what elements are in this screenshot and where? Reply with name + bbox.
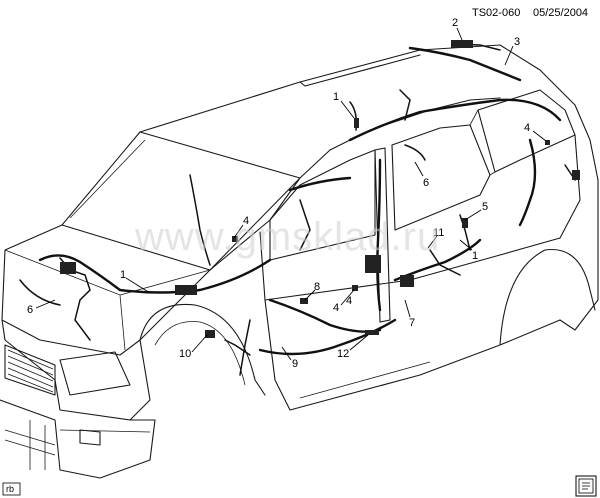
b-pillar-connector — [365, 255, 381, 273]
front-grille — [4, 344, 56, 396]
document-icon — [575, 475, 597, 497]
headliner-connector — [354, 118, 359, 128]
wiring-harnesses — [19, 43, 576, 376]
dash-connector — [175, 285, 197, 295]
callout-6b: 6 — [27, 304, 33, 316]
vehicle-body-outline — [0, 44, 599, 479]
rocker-connector — [365, 330, 379, 335]
leader-lines — [35, 27, 547, 361]
callout-10: 10 — [179, 348, 191, 360]
callout-2: 2 — [452, 17, 458, 29]
callout-4d: 4 — [346, 295, 352, 307]
corner-code-box: rb — [2, 482, 21, 496]
ground-stud-rear — [545, 140, 550, 145]
engine-harness-connector — [60, 262, 76, 274]
ground-stud-front — [232, 236, 238, 242]
callout-5: 5 — [482, 201, 488, 213]
rear-harness-connector — [462, 218, 468, 228]
callout-9: 9 — [292, 358, 298, 370]
callout-11: 11 — [433, 227, 444, 239]
callout-4a: 4 — [524, 122, 530, 134]
watermark-text: www.gmsklad.ru — [134, 215, 440, 259]
connectors — [60, 40, 580, 338]
ground-stud-door — [352, 285, 358, 291]
callout-4c: 4 — [333, 302, 339, 314]
front-door-connector — [300, 298, 308, 304]
drawing-id: TS02-060 — [472, 7, 520, 19]
callout-7: 7 — [409, 317, 415, 329]
splice-connector — [205, 330, 215, 338]
drawing-date: 05/25/2004 — [533, 7, 588, 19]
callout-4b: 4 — [243, 215, 249, 227]
roof-module-connector — [451, 40, 473, 48]
callout-8: 8 — [314, 281, 320, 293]
callout-1a: 1 — [333, 91, 339, 103]
callout-labels: 1 2 3 4 6 4 5 11 1 1 6 4 8 4 7 10 9 12 — [27, 17, 530, 370]
callout-3: 3 — [514, 36, 520, 48]
callout-1b: 1 — [472, 250, 478, 262]
rear-door-connector — [400, 275, 414, 287]
rear-quarter-connector — [572, 170, 580, 180]
callout-1c: 1 — [120, 269, 126, 281]
callout-12: 12 — [337, 348, 349, 360]
corner-code: rb — [6, 484, 14, 494]
callout-6a: 6 — [423, 177, 429, 189]
